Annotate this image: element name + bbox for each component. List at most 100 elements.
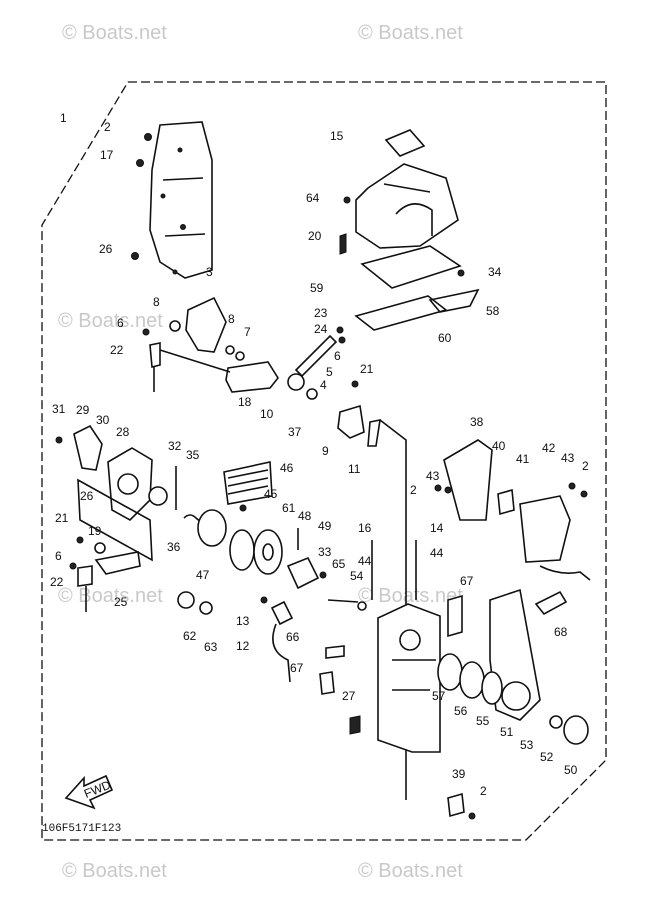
trim-switch <box>519 495 571 563</box>
pad <box>447 594 463 638</box>
part-callout: 18 <box>238 395 252 409</box>
disc <box>253 529 283 575</box>
part-callout: 27 <box>342 689 356 703</box>
part-callout: 8 <box>153 295 160 309</box>
label-plate <box>384 129 426 157</box>
part-callout: 46 <box>280 461 294 475</box>
part-callout: 56 <box>454 704 468 718</box>
watermark: © Boats.net <box>62 860 167 882</box>
part-callout: 64 <box>306 191 320 205</box>
cam-plate <box>73 424 103 471</box>
watermark: © Boats.net <box>358 585 463 607</box>
nut <box>142 328 150 336</box>
remote-control-lever <box>443 439 493 521</box>
part-callout: 45 <box>264 487 278 501</box>
part-callout: 2 <box>480 784 487 798</box>
bracket-outline <box>77 478 153 562</box>
part-callout: 30 <box>96 413 110 427</box>
part-callout: 58 <box>486 304 500 318</box>
link-pin <box>149 342 161 369</box>
assembly-boundary <box>41 81 607 841</box>
watermark: © Boats.net <box>358 860 463 882</box>
washer <box>199 601 213 615</box>
part-callout: 41 <box>516 452 530 466</box>
clip <box>447 792 465 818</box>
part-callout: 16 <box>358 521 372 535</box>
control-housing <box>377 603 441 753</box>
part-callout: 48 <box>298 509 312 523</box>
part-callout: 13 <box>236 614 250 628</box>
part-callout: 52 <box>540 750 554 764</box>
cap <box>549 715 563 729</box>
mounting-plate <box>149 121 213 279</box>
tape <box>319 671 335 695</box>
part-callout: 10 <box>260 407 274 421</box>
screw <box>131 252 139 260</box>
seal <box>354 295 448 331</box>
part-callout: 44 <box>430 546 444 560</box>
part-callout: 44 <box>358 554 372 568</box>
lever <box>94 551 141 575</box>
figure-code: 106F5171F123 <box>42 823 122 835</box>
part-callout: 3 <box>206 265 213 279</box>
part-callout: 25 <box>114 595 128 609</box>
part-callout: 21 <box>55 511 69 525</box>
washer <box>225 345 235 355</box>
screw <box>136 159 144 167</box>
gear <box>148 486 168 506</box>
part-callout: 67 <box>460 574 474 588</box>
part-callout: 17 <box>100 148 114 162</box>
part-callout: 66 <box>286 630 300 644</box>
part-callout: 61 <box>282 501 296 515</box>
part-callout: 68 <box>554 625 568 639</box>
part-callout: 21 <box>360 362 374 376</box>
part-callout: 63 <box>204 640 218 654</box>
part-callout: 31 <box>52 402 66 416</box>
link <box>367 418 381 447</box>
part-callout: 37 <box>288 425 302 439</box>
part-callout: 42 <box>542 441 556 455</box>
part-callout: 62 <box>183 629 197 643</box>
part-callout: 23 <box>314 306 328 320</box>
connector <box>534 590 568 616</box>
part-callout: 4 <box>320 378 327 392</box>
part-callout: 49 <box>318 519 332 533</box>
part-callout: 53 <box>520 738 534 752</box>
washer <box>481 671 503 705</box>
part-callout: 15 <box>330 129 344 143</box>
bracket <box>185 296 227 353</box>
part-callout: 7 <box>244 325 251 339</box>
part-callout: 59 <box>310 281 324 295</box>
part-callout: 26 <box>99 242 113 256</box>
part-callout: 2 <box>410 483 417 497</box>
watermark: © Boats.net <box>62 22 167 44</box>
part-callout: 57 <box>432 689 446 703</box>
part-callout: 11 <box>348 462 361 476</box>
part-callout: 6 <box>334 349 341 363</box>
part-callout: 6 <box>117 316 124 330</box>
washer <box>459 661 485 699</box>
part-callout: 32 <box>168 439 182 453</box>
lever-plate <box>337 404 365 439</box>
washer <box>437 653 463 691</box>
part-callout: 43 <box>561 451 575 465</box>
part-callout: 67 <box>290 661 304 675</box>
part-callout: 55 <box>476 714 490 728</box>
gasket-plate <box>360 245 462 289</box>
part-callout: 36 <box>167 540 181 554</box>
part-callout: 40 <box>492 439 506 453</box>
part-callout: 34 <box>488 265 502 279</box>
part-callout: 6 <box>55 549 62 563</box>
part-callout: 2 <box>582 459 589 473</box>
watermark: © Boats.net <box>58 310 163 332</box>
part-callout: 33 <box>318 545 332 559</box>
shaft <box>294 334 338 378</box>
part-callout: 12 <box>236 639 250 653</box>
part-callout: 29 <box>76 403 90 417</box>
bracket-plate <box>428 288 480 313</box>
part-callout: 22 <box>110 343 124 357</box>
nut <box>349 715 361 735</box>
part-callout: 28 <box>116 425 130 439</box>
watermark: © Boats.net <box>58 585 163 607</box>
part-callout: 54 <box>350 569 364 583</box>
